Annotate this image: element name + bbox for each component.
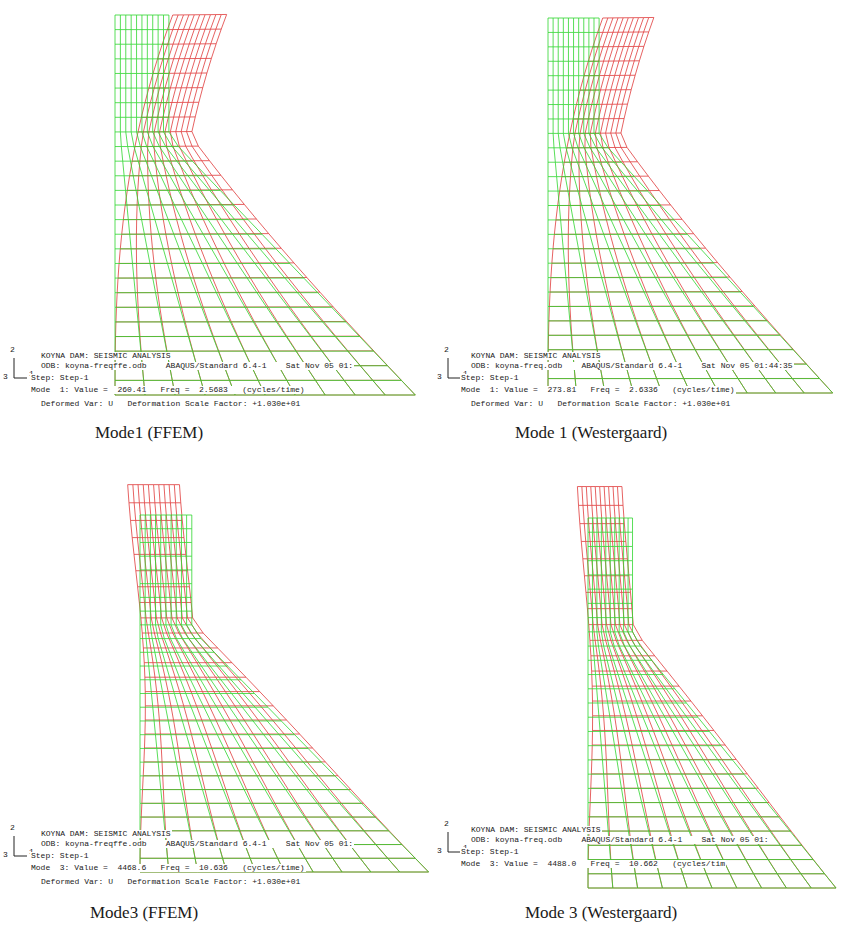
plot-annotation: Deformed Var: U Deformation Scale Factor… <box>470 400 731 408</box>
axis-line <box>448 832 449 852</box>
plot-annotation: KOYNA DAM: SEISMIC ANALYSIS <box>40 352 172 360</box>
mesh-line <box>589 845 803 846</box>
axis-triad <box>14 358 27 378</box>
mesh-line <box>147 15 295 395</box>
mesh-line <box>115 15 116 395</box>
mesh-line <box>153 15 325 395</box>
plot-annotation: Step: Step-1 <box>30 374 90 382</box>
mesh-line <box>176 515 342 872</box>
plot-annotation: Step: Step-1 <box>460 374 520 382</box>
mesh-line <box>120 15 145 395</box>
undeformed-mesh <box>140 515 429 872</box>
plot-annotation: Step: Step-1 <box>460 848 520 856</box>
axis-label: 2 <box>444 820 449 828</box>
axis-label: 2 <box>444 346 449 354</box>
axis-label: 2 <box>10 824 15 832</box>
mesh-line <box>599 18 833 393</box>
mesh-line <box>617 487 811 888</box>
mesh-line <box>574 18 691 393</box>
axis-line <box>14 358 15 378</box>
mesh-line <box>622 487 836 888</box>
mesh-line <box>548 18 549 393</box>
mesh-line <box>169 485 371 872</box>
mesh-line <box>141 830 389 831</box>
plot-annotation: ODB: koyna-freqffe.odb ABAQUS/Standard 6… <box>40 362 354 370</box>
mesh-line <box>584 18 748 393</box>
axis-label: 3 <box>437 847 442 855</box>
mesh-line <box>171 515 313 872</box>
plot-annotation: Mode 1: Value = 260.41 Freq = 2.5683 (cy… <box>30 386 306 394</box>
panel-caption: Mode3 (FFEM) <box>90 904 198 921</box>
deformed-mesh <box>548 17 833 393</box>
mesh-line <box>615 518 737 888</box>
plot-annotation: KOYNA DAM: SEISMIC ANALYSIS <box>470 352 602 360</box>
mesh-line <box>619 518 761 888</box>
mesh-line <box>158 15 355 395</box>
plot-annotation: Mode 1: Value = 273.81 Freq = 2.6336 (cy… <box>460 386 736 394</box>
mesh-line <box>613 487 786 888</box>
axis-line <box>448 358 449 378</box>
mesh-line <box>187 515 400 872</box>
mesh-line <box>568 18 661 393</box>
plot-annotation: Step: Step-1 <box>30 852 90 860</box>
mesh-line <box>174 485 399 872</box>
plot-annotation: Mode 3: Value = 4488.0 Freq = 10.662 (cy… <box>460 860 726 868</box>
plot-annotation: KOYNA DAM: SEISMIC ANALYSIS <box>40 830 172 838</box>
mesh-line <box>610 518 712 888</box>
mesh-line <box>169 15 415 395</box>
plot-annotation: ODB: koyna-freq.odb ABAQUS/Standard 6.4-… <box>470 836 770 844</box>
panel-caption: Mode 1 (Westergaard) <box>515 424 667 441</box>
mesh-line <box>589 18 776 393</box>
axis-label: 3 <box>3 373 8 381</box>
mesh-line <box>628 518 811 888</box>
axis-line <box>14 856 27 857</box>
mesh-line <box>164 15 386 395</box>
mesh-line <box>633 518 837 888</box>
mesh-line <box>594 18 804 393</box>
mesh-line <box>181 515 370 872</box>
deformed-mesh <box>115 14 415 395</box>
plot-annotation: Deformed Var: U Deformation Scale Factor… <box>40 400 301 408</box>
axis-triad <box>14 836 27 856</box>
undeformed-mesh <box>588 518 836 888</box>
plot-annotation: Mode 3: Value = 4468.6 Freq = 10.636 (cy… <box>30 864 306 872</box>
axis-label: 2 <box>10 346 15 354</box>
mesh-line <box>606 518 687 888</box>
undeformed-mesh <box>115 15 415 395</box>
mesh-line <box>138 485 198 872</box>
mesh-line <box>579 18 719 393</box>
plot-annotation: Deformed Var: U Deformation Scale Factor… <box>40 878 301 886</box>
mesh-line <box>142 15 265 395</box>
axis-label: 3 <box>3 851 8 859</box>
axis-label: 3 <box>437 373 442 381</box>
panel-caption: Mode 3 (Westergaard) <box>525 904 677 921</box>
mesh-line <box>624 518 787 888</box>
plot-annotation: KOYNA DAM: SEISMIC ANALYSIS <box>470 826 602 834</box>
mesh-line <box>161 515 256 872</box>
mesh-line <box>145 515 169 872</box>
mesh-line <box>166 515 284 872</box>
mesh-line <box>553 18 576 393</box>
plot-annotation: ODB: koyna-freqffe.odb ABAQUS/Standard 6… <box>40 840 354 848</box>
mesh-line <box>179 485 428 872</box>
panel-caption: Mode1 (FFEM) <box>95 424 203 441</box>
mesh-line <box>140 515 141 872</box>
axis-line <box>14 378 27 379</box>
mesh-line <box>137 15 236 395</box>
plot-annotation: ODB: koyna-freq.odb ABAQUS/Standard 6.4-… <box>470 362 794 370</box>
axis-line <box>14 836 15 856</box>
mesh-line <box>192 515 429 872</box>
undeformed-mesh <box>548 18 833 393</box>
deformed-mesh <box>128 485 429 872</box>
deformed-mesh <box>577 487 836 888</box>
